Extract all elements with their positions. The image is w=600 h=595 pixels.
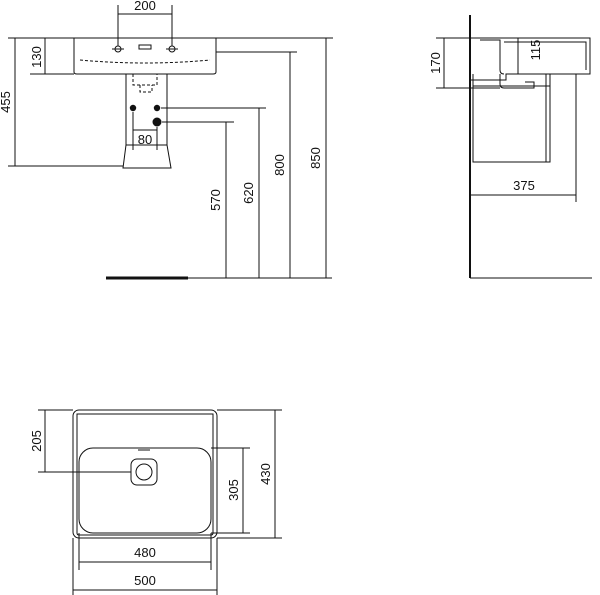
waste-outlet [152,117,162,127]
side-pedestal [472,74,551,163]
dim-top-bowl-depth: 305 [226,479,241,501]
top-bowl-outline [78,447,212,534]
side-view: 115 170 375 [428,15,592,279]
dim-projection: 375 [513,178,535,193]
tap-hole-left [112,45,124,53]
dim-total-depth: 430 [258,463,273,485]
overflow-slot [138,44,152,50]
top-basin-outline [72,409,218,539]
waste-plug-outline [130,458,158,486]
supply-point-left [129,104,137,112]
dim-supply-height: 620 [241,182,256,204]
dim-rim-height: 800 [272,154,287,176]
front-bowl-dashed [79,59,211,64]
waste-plug-circle [135,463,153,481]
dim-top-height: 850 [308,147,323,169]
pedestal-outline [122,74,172,169]
front-trap-dashed [132,74,158,93]
dim-tap-spacing: 200 [134,0,156,13]
dim-side-basin-height: 170 [428,52,443,74]
front-basin-outline [73,37,217,75]
dim-total-width: 500 [134,573,156,588]
tap-hole-right [166,45,178,53]
dim-pedestal-height: 455 [0,91,13,113]
dim-basin-height: 130 [29,46,44,68]
dim-back-to-waste: 205 [29,430,44,452]
dim-waste-height: 570 [208,189,223,211]
dim-bowl-width: 480 [134,545,156,560]
supply-point-right [153,104,161,112]
side-basin-inner [480,39,587,75]
dim-side-bowl-depth: 115 [528,40,543,61]
top-view: 205 305 430 480 500 [29,409,282,595]
dim-waste-offset: 80 [138,132,152,147]
front-view: 200 130 455 80 570 620 800 850 [0,0,333,280]
side-trap [499,74,535,89]
